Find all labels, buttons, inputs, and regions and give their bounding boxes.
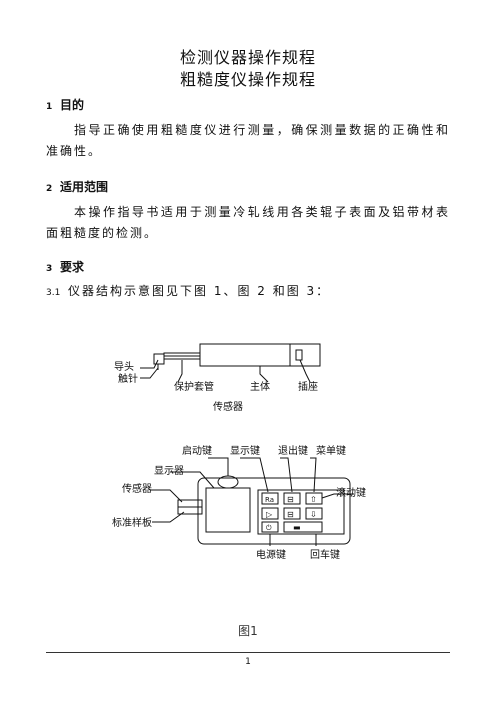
section-body-scope: 本操作指导书适用于测量冷轧线用各类辊子表面及铝带材表面粗糙度的检测。 <box>46 205 450 240</box>
label-display: 显示器 <box>154 465 184 477</box>
start-play-icon: ▷ <box>266 510 273 519</box>
label-socket: 插座 <box>298 380 318 393</box>
label-guide-head: 导头 <box>114 361 134 373</box>
sensor-caption: 传感器 <box>213 400 243 413</box>
start-play-key <box>261 507 279 520</box>
key-panel <box>257 489 345 535</box>
menu-inner-key <box>283 507 301 520</box>
label-sample-plate: 标准样板 <box>112 516 152 529</box>
enter-icon: ▬ <box>293 523 301 532</box>
label-exit-key: 退出键 <box>278 444 308 457</box>
device-diagram: Ra ⊟ ⇧ ▷ ⊟ ⇩ ⏻ ▬ 启动键 显示键 退出键 菜单键 显示器 传感器… <box>112 444 366 561</box>
label-body: 主体 <box>250 381 270 393</box>
power-icon: ⏻ <box>266 524 272 532</box>
figure-caption: 图1 <box>238 624 258 638</box>
label-start-key: 启动键 <box>182 444 212 457</box>
exit-key <box>283 492 301 505</box>
enter-key <box>283 521 323 533</box>
device-housing <box>197 477 351 545</box>
document-title: 检测仪器操作规程 <box>179 48 316 67</box>
menu-key <box>305 492 323 505</box>
display-screen <box>205 487 251 533</box>
label-scroll-key: 滚动键 <box>336 486 366 499</box>
section-body-purpose: 指导正确使用粗糙度仪进行测量，确保测量数据的正确性和准确性。 <box>46 123 450 158</box>
display-key-label: Ra <box>265 496 274 504</box>
label-sensor: 传感器 <box>122 482 152 495</box>
scroll-up-icon: ⇧ <box>310 495 317 504</box>
scroll-down-icon: ⇩ <box>310 510 317 519</box>
label-stylus: 触针 <box>118 372 138 385</box>
exit-key-icon: ⊟ <box>287 495 294 504</box>
sensor-diagram: 导头 触针 保护套管 主体 插座 传感器 <box>114 343 321 413</box>
label-enter-key: 回车键 <box>310 548 340 561</box>
footer-divider <box>46 652 450 653</box>
label-power-key: 电源键 <box>256 548 286 561</box>
scroll-key <box>305 507 323 520</box>
page-number: 1 <box>245 657 251 667</box>
label-sleeve: 保护套管 <box>174 380 214 393</box>
label-display-key: 显示键 <box>230 444 260 457</box>
sensor-guide-head-shape <box>153 353 165 365</box>
label-menu-key: 菜单键 <box>316 444 346 457</box>
menu-icon: ⊟ <box>287 510 294 519</box>
display-key <box>261 492 279 505</box>
document-subtitle: 粗糙度仪操作规程 <box>179 70 316 89</box>
power-key <box>261 521 279 533</box>
